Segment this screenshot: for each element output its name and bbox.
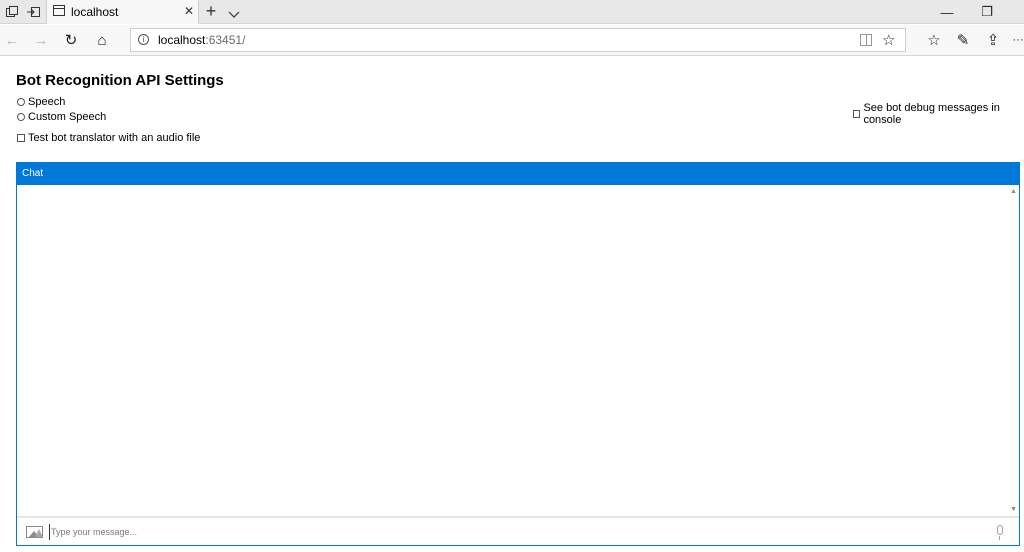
radio-button[interactable] xyxy=(17,113,25,121)
checkbox[interactable] xyxy=(17,134,25,142)
address-text: localhost:63451/ xyxy=(158,33,245,47)
checkbox-debug-messages[interactable]: See bot debug messages in console xyxy=(853,102,1024,126)
address-port-path: :63451/ xyxy=(205,33,246,47)
tab-preview-icon[interactable] xyxy=(4,4,20,20)
minimize-icon[interactable]: — xyxy=(940,4,954,20)
chat-scrollbar[interactable] xyxy=(1007,185,1019,516)
radio-custom-speech[interactable]: Custom Speech xyxy=(17,111,106,123)
chevron-down-icon[interactable] xyxy=(228,6,240,24)
radio-custom-speech-label: Custom Speech xyxy=(28,111,107,123)
browser-nav-bar: ← → ↻ ⌂ i localhost:63451/ ☆ ☆ ✎ ⇪ ··· xyxy=(0,25,1024,56)
home-icon[interactable]: ⌂ xyxy=(97,31,107,49)
chat-title: Chat xyxy=(22,168,44,179)
checkbox[interactable] xyxy=(853,110,861,118)
message-input[interactable] xyxy=(49,524,949,540)
page-title: Bot Recognition API Settings xyxy=(16,72,224,89)
upload-image-icon[interactable] xyxy=(26,526,43,538)
scroll-down-arrow-icon[interactable]: ▼ xyxy=(1010,506,1017,513)
page-icon xyxy=(53,5,65,16)
scroll-up-arrow-icon[interactable]: ▲ xyxy=(1010,188,1017,195)
chat-message-log[interactable] xyxy=(17,185,1019,516)
tab-localhost[interactable]: localhost ✕ xyxy=(46,0,199,24)
forward-icon[interactable]: → xyxy=(33,31,49,49)
checkbox-debug-label: See bot debug messages in console xyxy=(863,102,1000,126)
chat-header: Chat xyxy=(17,163,1019,185)
set-tabs-aside-icon[interactable] xyxy=(25,4,41,20)
checkbox-test-translator[interactable]: Test bot translator with an audio file xyxy=(17,132,200,144)
restore-icon[interactable]: ❐ xyxy=(981,4,993,19)
radio-speech[interactable]: Speech xyxy=(17,96,65,108)
close-tab-icon[interactable]: ✕ xyxy=(183,4,195,18)
favorites-icon[interactable]: ☆ xyxy=(927,32,941,49)
checkbox-test-translator-label: Test bot translator with an audio file xyxy=(28,132,201,144)
address-bar[interactable]: i localhost:63451/ ☆ xyxy=(130,28,906,52)
notes-pen-icon[interactable]: ✎ xyxy=(956,32,970,49)
refresh-icon[interactable]: ↻ xyxy=(64,32,78,49)
address-host: localhost xyxy=(158,33,206,47)
back-icon[interactable]: ← xyxy=(4,31,20,49)
more-icon[interactable]: ··· xyxy=(1012,34,1024,46)
microphone-icon[interactable] xyxy=(997,525,1003,540)
reading-view-icon[interactable] xyxy=(860,34,872,46)
new-tab-icon[interactable]: + xyxy=(205,1,217,21)
radio-button[interactable] xyxy=(17,98,25,106)
favorite-star-icon[interactable]: ☆ xyxy=(882,32,896,49)
browser-tab-bar: localhost ✕ + — ❐ xyxy=(0,0,1024,24)
radio-speech-label: Speech xyxy=(28,96,66,108)
chat-input-area xyxy=(17,516,1019,545)
tab-title: localhost xyxy=(71,5,119,19)
chat-panel: Chat ▲ ▼ xyxy=(16,162,1020,546)
share-icon[interactable]: ⇪ xyxy=(986,32,1000,49)
info-icon[interactable]: i xyxy=(138,34,149,45)
